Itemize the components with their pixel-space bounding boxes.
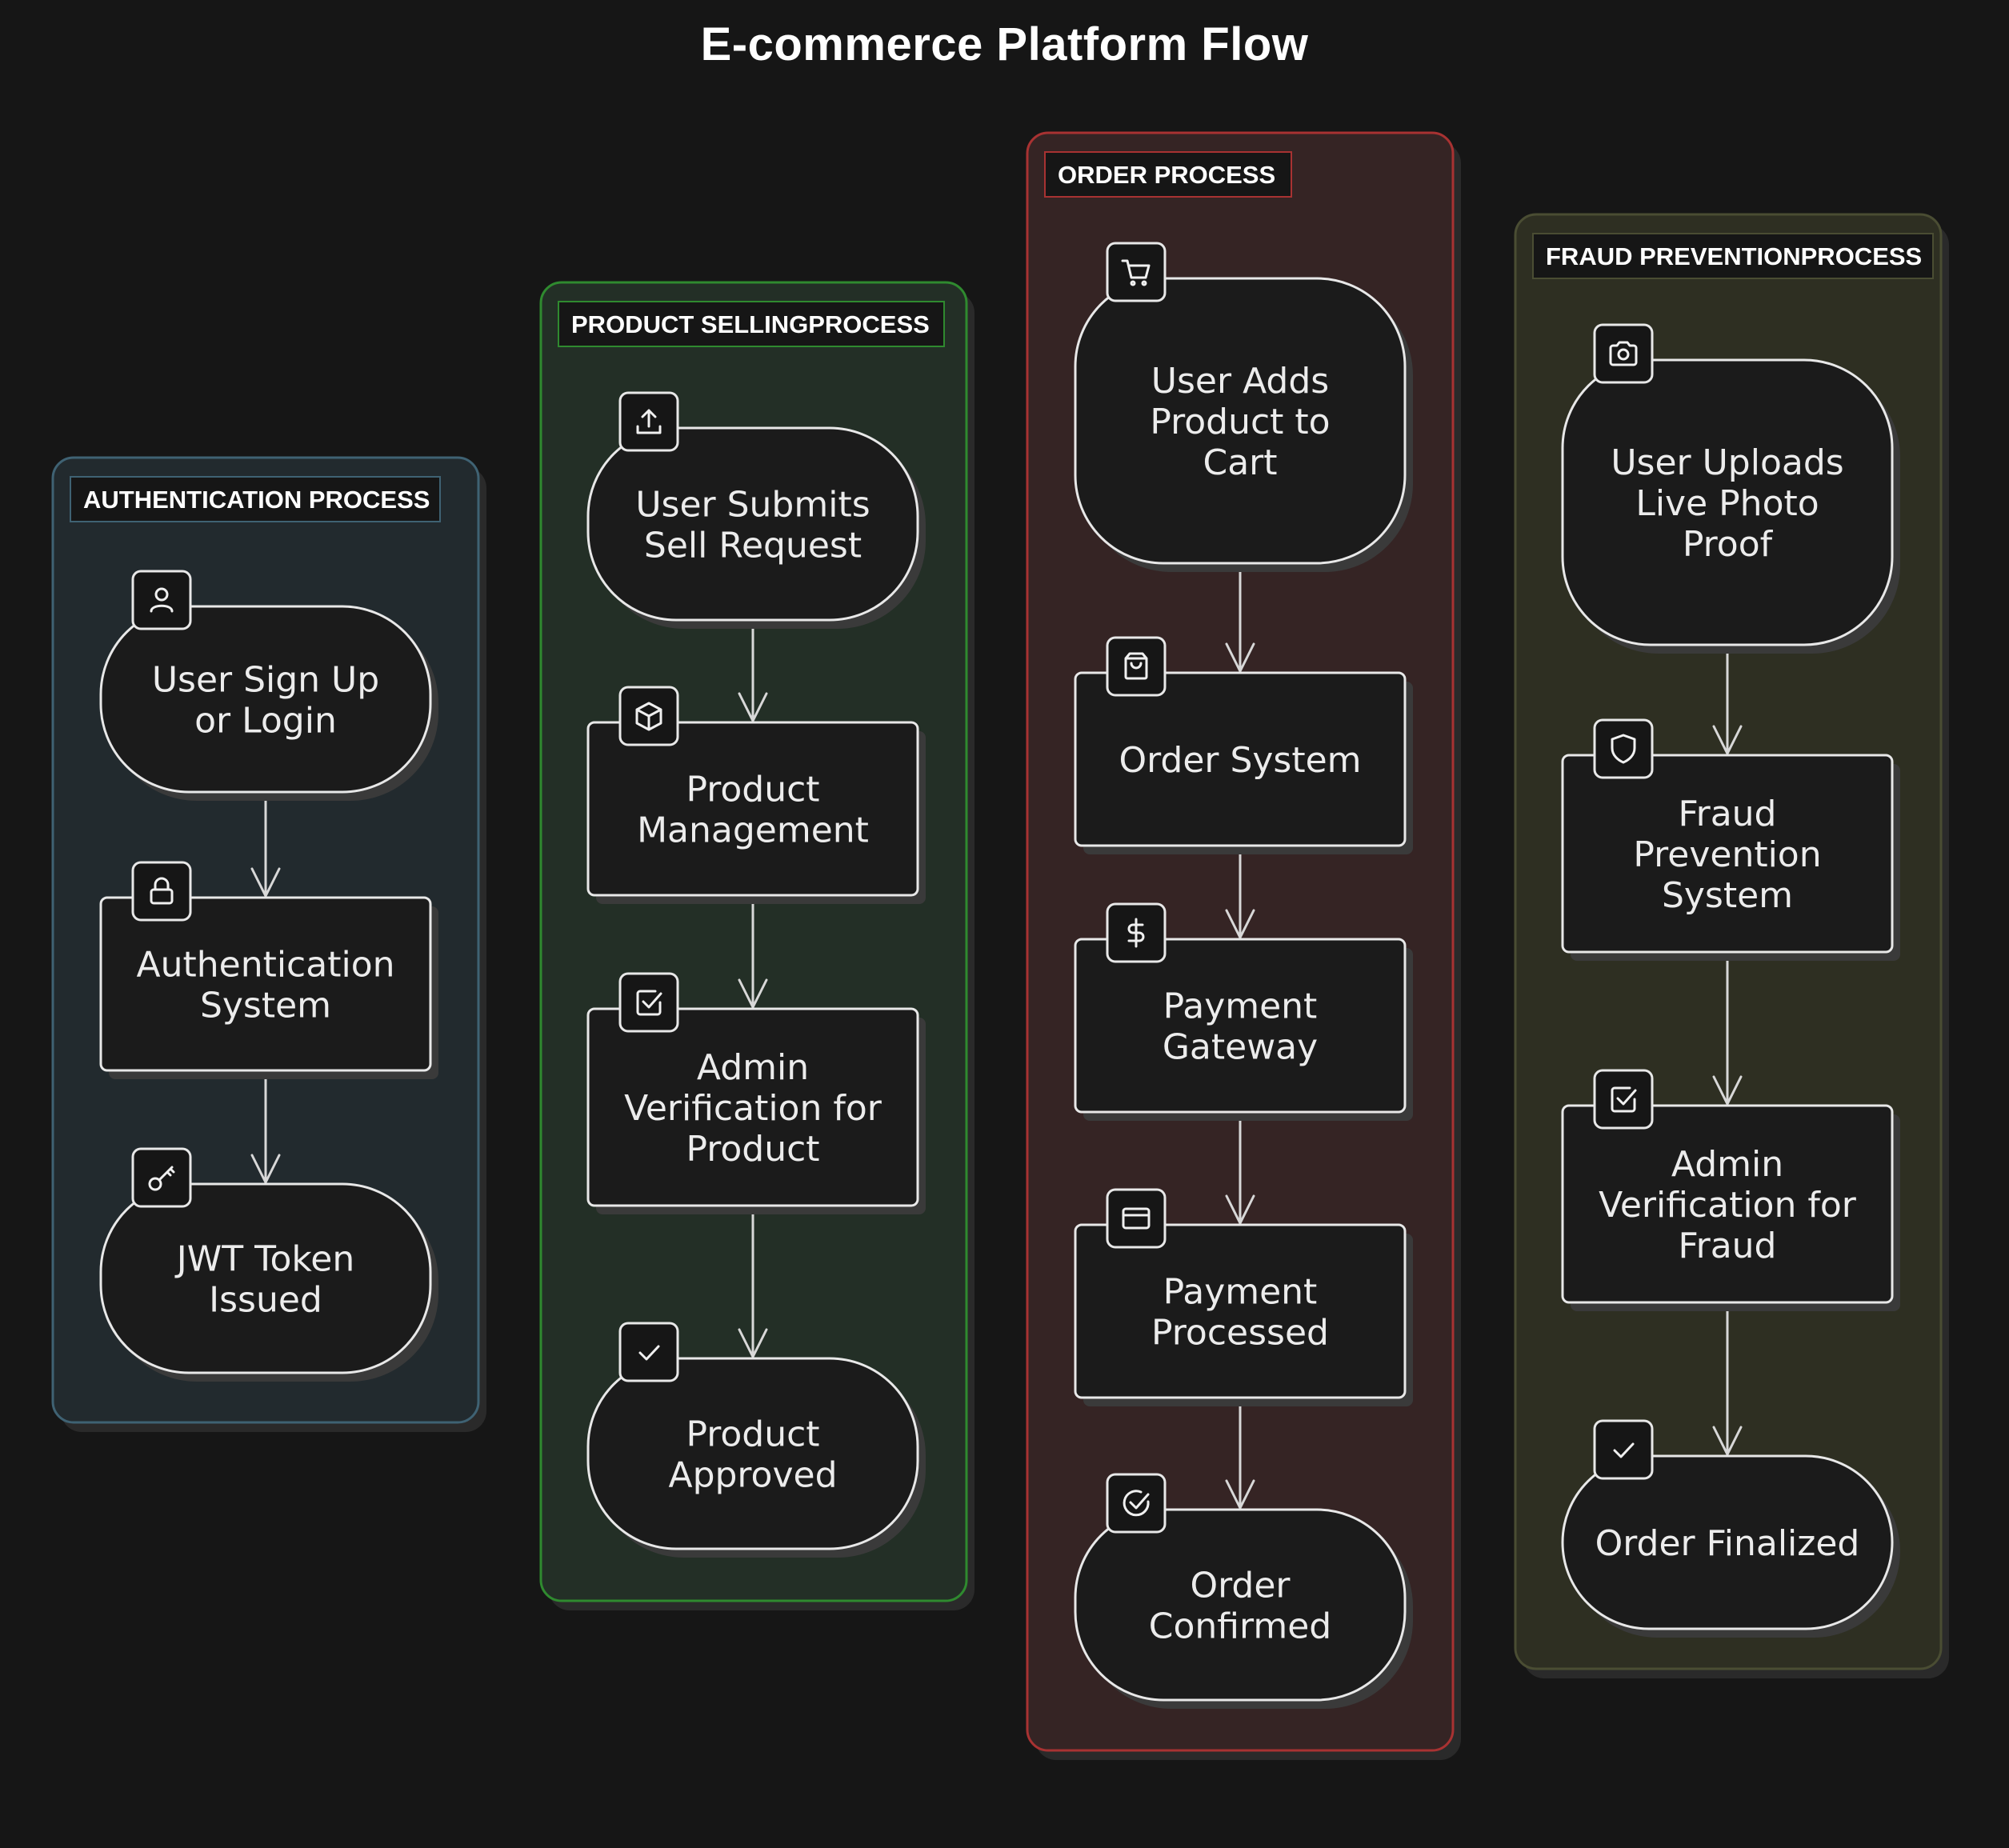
lane-label: ORDER PROCESS: [1058, 161, 1275, 189]
flow-arrow: [738, 620, 768, 722]
check-square-icon: [618, 972, 679, 1033]
terminal-node-shape: [586, 1357, 919, 1550]
user-icon: [131, 570, 192, 630]
flow-arrow: [1225, 846, 1255, 939]
process-node-shape: [586, 721, 919, 897]
lock-icon: [131, 861, 192, 922]
shield-icon: [1593, 718, 1654, 779]
credit-card-icon: [1106, 1188, 1167, 1249]
flow-arrow: [1712, 952, 1743, 1106]
flow-arrow: [1225, 1112, 1255, 1225]
terminal-node-shape: [1561, 358, 1894, 646]
package-icon: [618, 686, 679, 746]
terminal-node-shape: [1074, 1508, 1407, 1702]
process-node-shape: [1074, 1223, 1407, 1399]
process-node-shape: [1561, 754, 1894, 954]
lane-tag: [558, 301, 945, 347]
process-node-shape: [1074, 938, 1407, 1114]
node-label: Order Finalized: [1595, 1523, 1860, 1564]
upload-icon: [618, 391, 679, 452]
shopping-bag-icon: [1106, 636, 1167, 697]
flow-arrow: [738, 1206, 768, 1358]
node-label: Order System: [1119, 740, 1361, 781]
diagram-title: E-commerce Platform Flow: [700, 18, 1309, 70]
terminal-node-shape: [1074, 277, 1407, 565]
process-node-shape: [99, 896, 432, 1072]
process-node-shape: [1074, 671, 1407, 847]
flow-node[interactable]: Order Finalized: [1561, 1419, 1900, 1638]
terminal-node-shape: [99, 1182, 432, 1374]
terminal-node-shape: [1561, 1454, 1894, 1630]
check-circle-icon: [1106, 1473, 1167, 1534]
dollar-icon: [1106, 902, 1167, 963]
terminal-node-shape: [586, 426, 919, 622]
terminal-node-shape: [99, 605, 432, 794]
flow-arrow: [738, 895, 768, 1009]
flow-arrow: [250, 792, 281, 898]
check-icon: [618, 1322, 679, 1382]
flow-node[interactable]: Order System: [1074, 636, 1413, 854]
key-icon: [131, 1147, 192, 1208]
check-icon: [1593, 1419, 1654, 1480]
flow-arrow: [1712, 1302, 1743, 1456]
process-node-shape: [586, 1007, 919, 1207]
flow-arrow: [1225, 563, 1255, 673]
lane-label: PRODUCT SELLINGPROCESS: [571, 310, 930, 338]
camera-icon: [1593, 323, 1654, 384]
lane-label: AUTHENTICATION PROCESS: [83, 486, 430, 514]
lane-tag: [1044, 151, 1292, 198]
lane-label: FRAUD PREVENTIONPROCESS: [1546, 242, 1922, 270]
check-square-icon: [1593, 1069, 1654, 1130]
lane-tag: [70, 476, 441, 522]
flow-arrow: [1712, 645, 1743, 755]
flow-arrow: [1225, 1398, 1255, 1510]
process-node-shape: [1561, 1104, 1894, 1304]
lane-tag: [1532, 233, 1934, 279]
flow-arrow: [250, 1070, 281, 1184]
cart-icon: [1106, 242, 1167, 302]
